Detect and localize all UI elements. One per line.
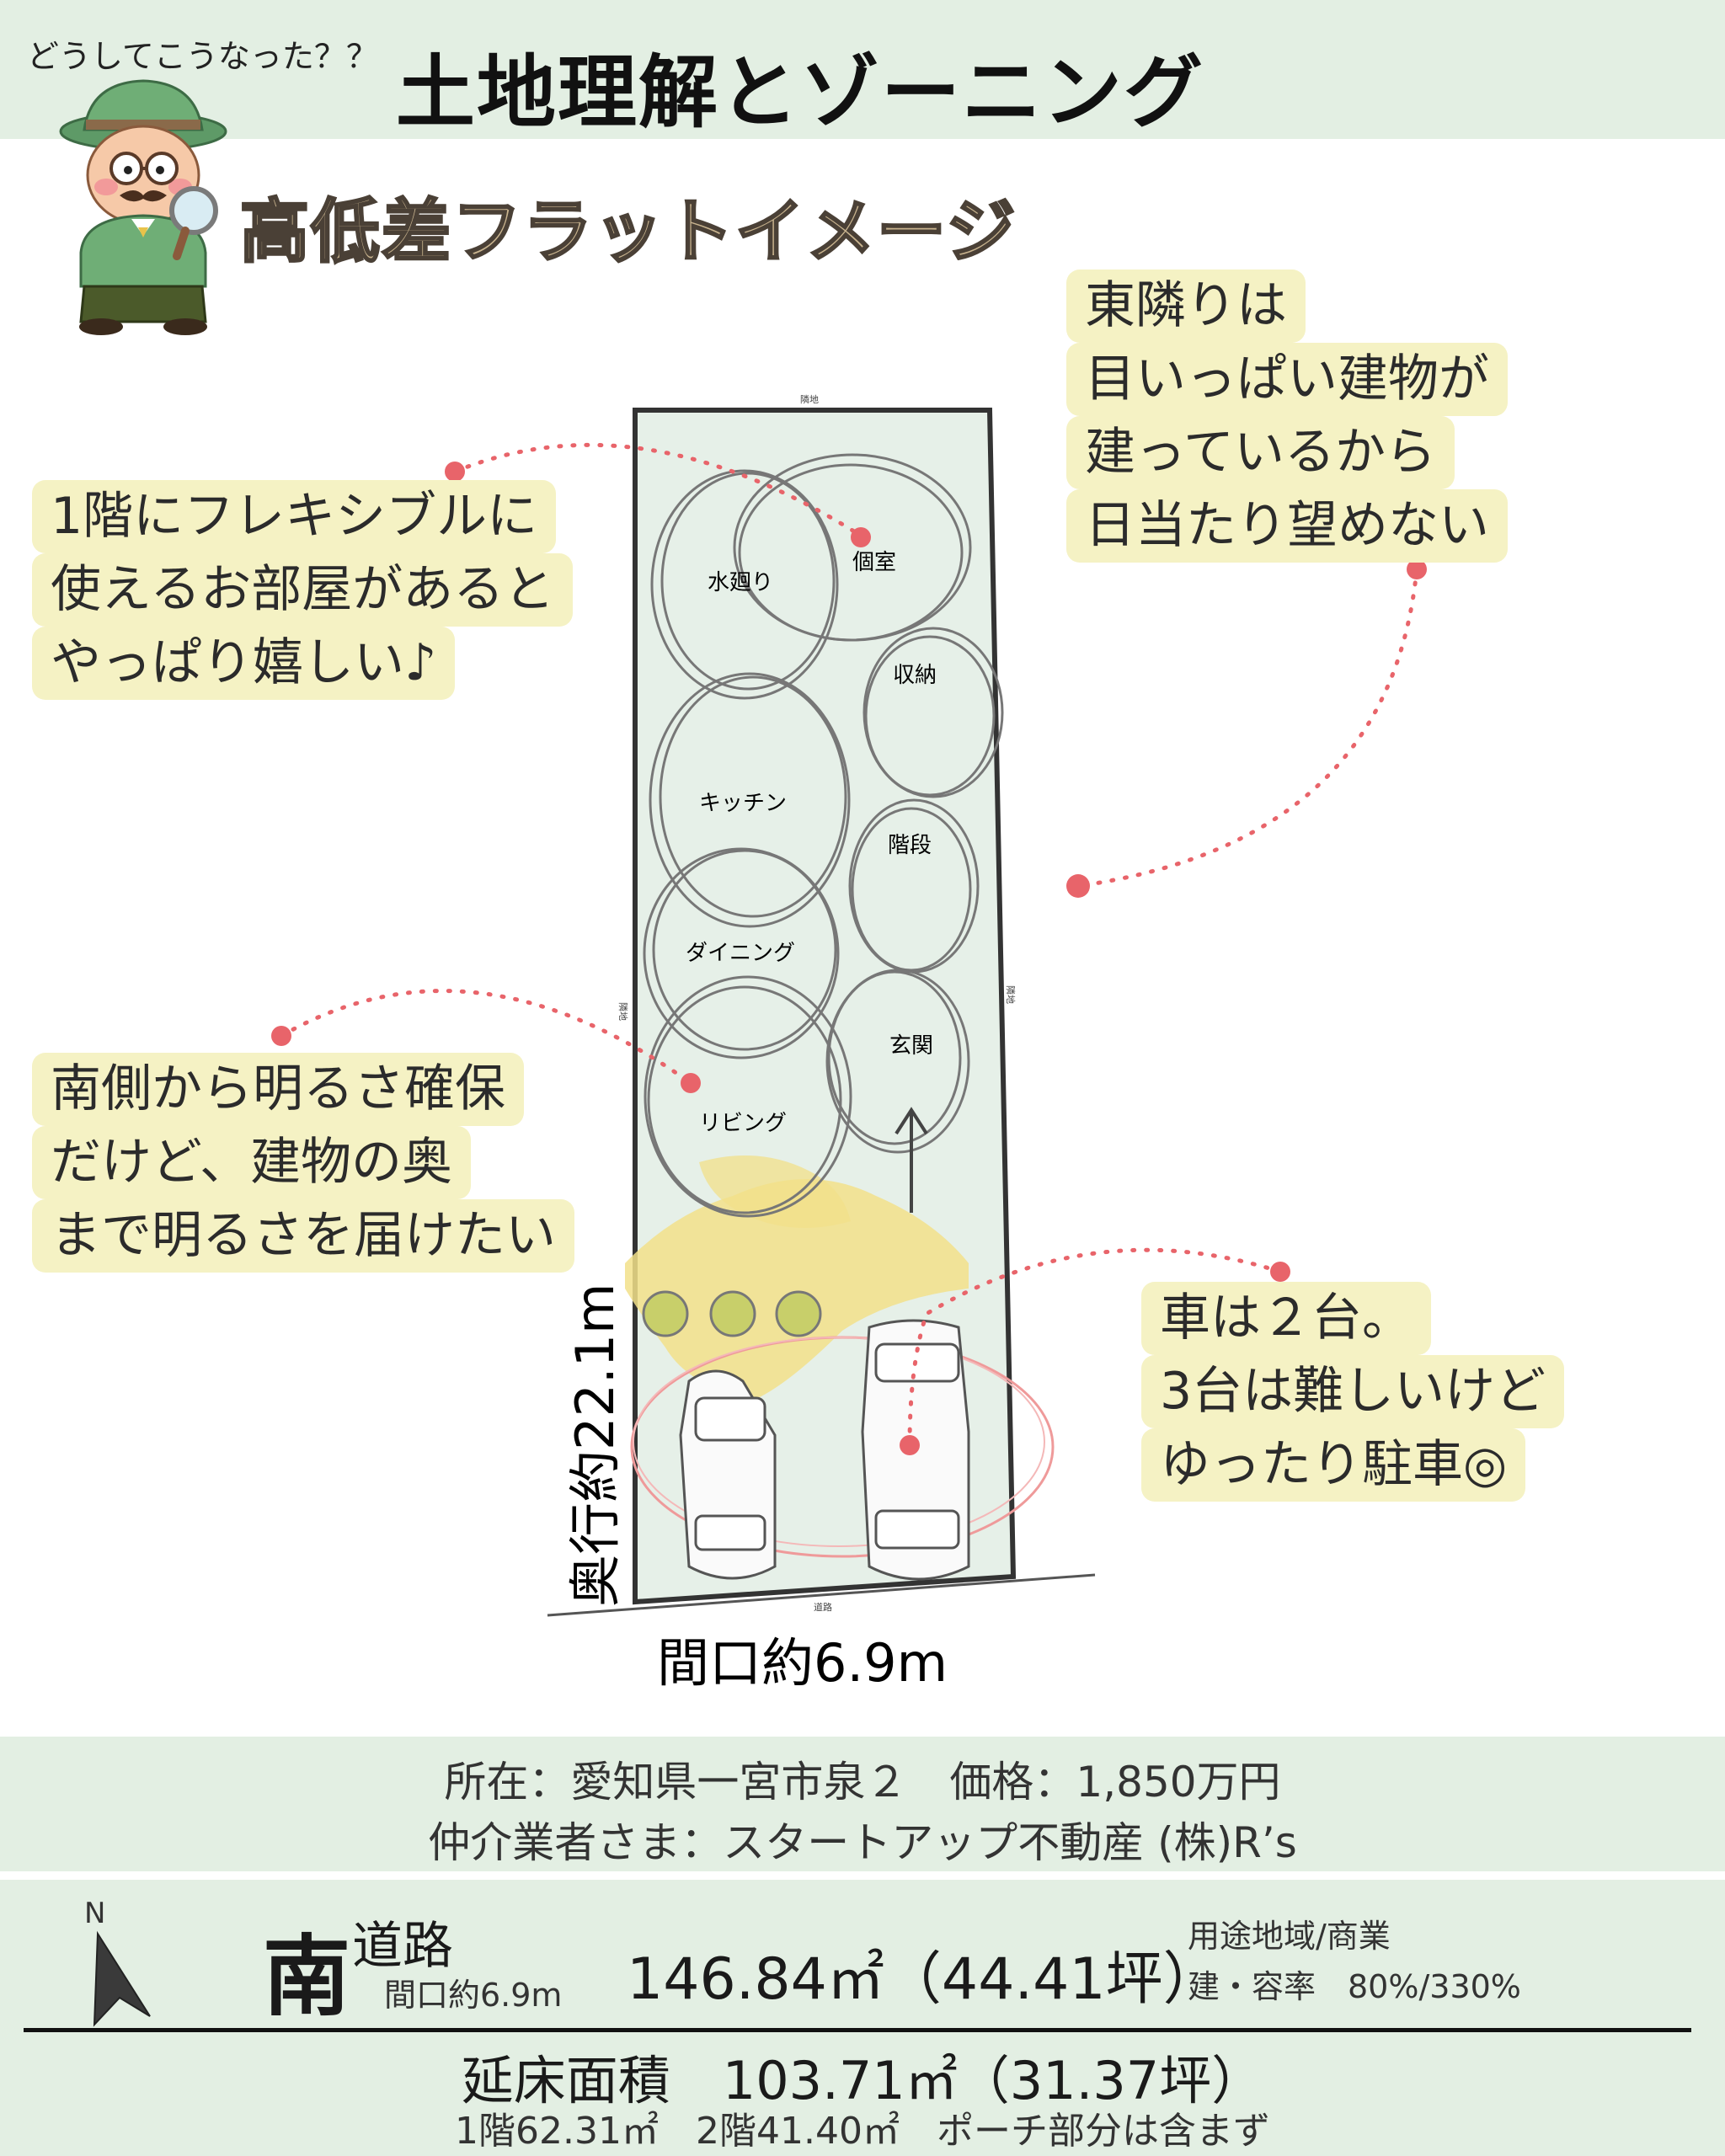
road-direction: 南 [263,1925,351,2028]
note-line: 1階にフレキシブルに [32,480,557,553]
spec-band [0,1880,1725,2156]
leader-east [1076,567,1419,889]
location-price: 所在：愛知県一宮市泉２ 価格：1,850万円 [444,1758,1281,1806]
coverage-ratio: 建・容率 80%/330% [1188,1968,1521,2005]
note-parking: 車は２台。 3台は難しいけど ゆったり駐車◎ [1141,1282,1565,1502]
floor-area: 延床面積 103.71㎡（31.37坪） [461,2050,1264,2111]
road-word: 道路 [352,1917,453,1976]
note-line: 東隣りは [1066,270,1306,343]
room-kitchen-bubble [649,672,851,928]
note-line: だけど、建物の奥 [32,1126,471,1199]
car-1 [679,1369,777,1580]
marker-car [1270,1262,1290,1282]
room-label-living: リビング [699,1111,787,1136]
room-utility-bubble [650,469,839,700]
north-label: N [84,1897,106,1930]
room-label-kitchen: キッチン [699,791,787,816]
note-line: やっぱり嬉しい♪ [32,627,456,700]
edge-label-north: 隣地 [800,393,819,405]
site-plan-diagram: 水廻り 個室 収納 キッチン 階段 ダイニング 玄関 リビング 隣地 隣地 隣地… [271,393,1427,1694]
road-frontage: 間口約6.9m [384,1977,563,2014]
room-living-bubble [644,975,852,1218]
note-flexible-room: 1階にフレキシブルに 使えるお部屋があると やっぱり嬉しい♪ [32,480,574,700]
room-storage-bubble [862,627,1004,798]
note-line: 目いっぱい建物が [1066,343,1508,416]
marker-car-end [900,1435,920,1455]
marker-east [1407,559,1427,579]
land-area: 146.84㎡（44.41坪） [627,1946,1220,2013]
leader-flex [452,442,863,538]
note-line: 南側から明るさ確保 [32,1053,524,1126]
note-line: ゆったり駐車◎ [1141,1428,1526,1502]
detective-illustration [59,79,227,335]
frontage-dimension: 間口約6.9m [657,1632,948,1694]
marker-private [851,527,871,547]
north-arrow-icon [93,1930,151,2027]
edge-label-east: 隣地 [1005,985,1017,1004]
note-line: 3台は難しいけど [1141,1355,1565,1428]
shrub [775,1290,822,1337]
floor-detail: 1階62.31㎡ 2階41.40㎡ ポーチ部分は含まず [455,2110,1270,2153]
note-line: 建っているから [1066,416,1455,489]
marker-south [271,1026,291,1046]
divider [24,2028,1691,2032]
note-line: 使えるお部屋があると [32,553,574,627]
note-south-light: 南側から明るさ確保 だけど、建物の奥 まで明るさを届けたい [32,1053,574,1273]
use-zone: 用途地域/商業 [1188,1918,1391,1955]
marker-flex [445,462,465,482]
shrub [709,1290,756,1337]
note-line: まで明るさを届けたい [32,1199,574,1273]
page-title: 土地理解とゾーニング [396,47,1205,139]
header-band [0,0,1725,139]
room-entrance-bubble [825,969,970,1154]
room-label-utility: 水廻り [708,570,773,595]
broker: 仲介業者さま：スタートアップ不動産 (株)R’s [428,1818,1297,1867]
marker-east-end [1066,874,1090,898]
room-label-private: 個室 [852,550,896,575]
room-label-dining: ダイニング [686,941,795,966]
kicker-text: どうしてこうなった？？ [27,38,378,75]
note-line: 日当たり望めない [1066,489,1508,563]
depth-dimension: 奥行約22.1m [564,1283,626,1607]
edge-label-south: 道路 [814,1601,832,1613]
shrub [642,1290,689,1337]
leader-car [907,1247,1283,1448]
light-area [625,1179,969,1398]
road-line [547,1573,1096,1617]
page-subtitle: 高低差フラットイメージ [238,191,1017,274]
room-dining-bubble [643,847,840,1059]
room-label-storage: 収納 [893,663,937,688]
info-band [0,1737,1725,1871]
room-label-stairs: 階段 [888,833,932,858]
leader-south [279,989,693,1086]
room-label-entrance: 玄関 [889,1033,933,1059]
marker-living [681,1073,701,1093]
note-line: 車は２台。 [1141,1282,1431,1355]
note-east-neighbor: 東隣りは 目いっぱい建物が 建っているから 日当たり望めない [1066,270,1508,563]
edge-label-west: 隣地 [617,1002,629,1021]
